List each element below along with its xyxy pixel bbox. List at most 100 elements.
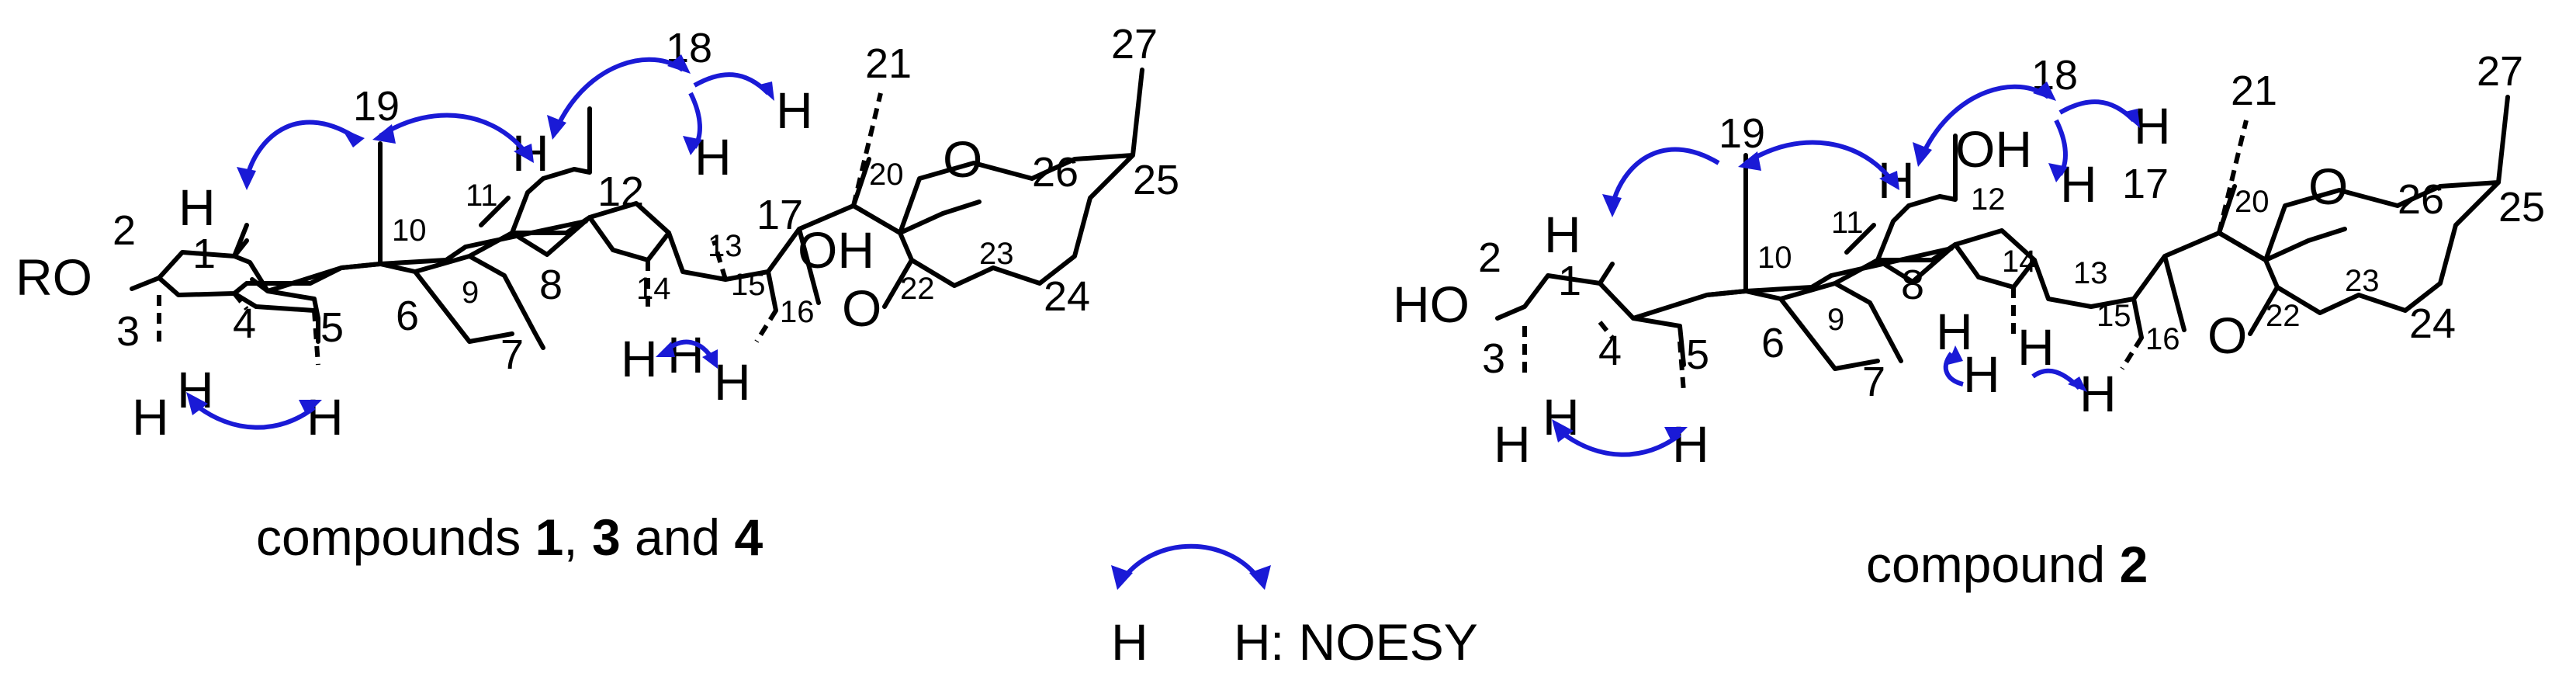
left-num-12: 12	[597, 168, 644, 215]
right-ring-d-bonds	[1953, 184, 2347, 340]
left-num-14: 14	[636, 272, 671, 306]
right-num-23: 23	[2345, 264, 2380, 298]
left-h3: H	[132, 388, 169, 446]
left-h15: H	[714, 353, 751, 411]
left-h5: H	[306, 388, 344, 446]
right-h3: H	[1494, 415, 1531, 473]
ring-a-lower	[157, 265, 344, 313]
right-structure: HO O O OH H H H H H H H H H H H 1 2 3 4 …	[1393, 48, 2545, 593]
left-num-4: 4	[233, 300, 256, 347]
left-num-22: 22	[900, 272, 935, 306]
right-double-bond-c9-c11	[1844, 223, 1876, 255]
left-num-6: 6	[396, 293, 419, 339]
left-oxygen-bridge: O	[842, 279, 881, 337]
right-h15: H	[2079, 365, 2117, 422]
right-dash-h4	[1598, 321, 1615, 339]
right-h18: H	[2134, 97, 2171, 154]
right-num-27: 27	[2477, 48, 2523, 95]
spiro-ring-bonds	[851, 68, 1144, 309]
left-caption: compounds 1, 3 and 4	[256, 508, 763, 566]
noesy-legend: H H : NOESY	[1111, 543, 1478, 671]
right-num-24: 24	[2409, 300, 2456, 347]
ring-bc-bonds	[339, 106, 671, 350]
left-num-21: 21	[865, 40, 912, 87]
right-dash-c21	[2217, 120, 2249, 234]
left-num-1: 1	[192, 231, 216, 277]
right-noesy-h19-h11	[1744, 140, 1896, 184]
right-noesy-h3-h5	[1558, 428, 1681, 457]
left-noesy-h18-h11	[556, 57, 684, 126]
right-num-5: 5	[1686, 331, 1709, 378]
right-num-17: 17	[2122, 161, 2169, 207]
left-h18: H	[776, 82, 813, 139]
left-noesy-h3-h5	[192, 401, 316, 430]
right-num-7: 7	[1862, 359, 1885, 405]
right-noesy-h8-h14	[1943, 352, 1964, 387]
left-num-27: 27	[1111, 21, 1158, 68]
right-noesy-h19-h1	[1610, 147, 1720, 206]
right-oxygen-bridge: O	[2207, 307, 2247, 364]
right-h15a: H	[2017, 318, 2055, 376]
right-num-21: 21	[2231, 68, 2277, 114]
right-num-14: 14	[2002, 245, 2037, 279]
left-num-19: 19	[353, 83, 400, 130]
right-hydroxyl: OH	[1955, 120, 2032, 178]
left-num-7: 7	[500, 331, 524, 378]
left-structure: RO O O OH H H H H H H H H H H 1 2 3 4 5 …	[16, 21, 1179, 566]
left-num-3: 3	[116, 308, 140, 355]
left-hydroxyl: OH	[798, 221, 874, 279]
right-num-8: 8	[1901, 262, 1924, 308]
left-num-9: 9	[462, 276, 479, 310]
left-noesy-h18-h20	[693, 72, 770, 95]
right-num-22: 22	[2266, 299, 2301, 333]
right-num-6: 6	[1761, 320, 1785, 366]
right-caption: compound 2	[1866, 536, 2148, 593]
right-num-16: 16	[2145, 322, 2180, 356]
right-num-1: 1	[1558, 258, 1581, 304]
right-num-25: 25	[2498, 184, 2545, 231]
double-bond-c9-c11	[479, 196, 511, 227]
right-num-15: 15	[2096, 299, 2131, 333]
left-num-23: 23	[979, 237, 1014, 271]
right-dash-h16	[2120, 336, 2144, 370]
dash-h15	[712, 240, 728, 280]
left-num-11: 11	[466, 179, 498, 213]
left-num-5: 5	[320, 304, 344, 351]
left-oxygen-ring: O	[943, 130, 982, 188]
dash-h4	[232, 292, 249, 311]
right-num-2: 2	[1478, 234, 1501, 281]
right-num-19: 19	[1719, 110, 1765, 157]
ring-d-bonds	[587, 157, 982, 313]
left-num-24: 24	[1044, 273, 1090, 320]
dash-c21	[851, 92, 883, 206]
left-num-16: 16	[780, 295, 815, 329]
right-num-20: 20	[2235, 185, 2270, 219]
right-h14: H	[1963, 345, 2000, 403]
left-h1: H	[178, 179, 216, 236]
right-num-11: 11	[1831, 206, 1864, 240]
legend-noesy-arrow	[1121, 543, 1261, 580]
left-num-20: 20	[869, 158, 904, 192]
right-dash-h5	[1678, 341, 1686, 393]
left-h14: H	[621, 330, 658, 387]
right-h5: H	[1672, 415, 1709, 473]
left-num-26: 26	[1032, 149, 1079, 196]
right-noesy-h18-h20	[2058, 99, 2136, 123]
legend-h1: H	[1111, 613, 1148, 671]
right-oxygen-ring: O	[2308, 158, 2348, 215]
left-noesy-h19-h11	[379, 113, 530, 157]
left-num-2: 2	[113, 207, 136, 254]
right-num-12: 12	[1971, 182, 2006, 217]
right-num-10: 10	[1757, 241, 1792, 275]
left-ro-label: RO	[16, 248, 92, 306]
left-num-17: 17	[757, 192, 803, 238]
right-ho-label: HO	[1393, 276, 1470, 333]
left-num-10: 10	[392, 213, 427, 248]
right-ring-bc-bonds	[1705, 134, 2037, 371]
legend-h2: H	[1234, 613, 1271, 671]
right-num-9: 9	[1827, 303, 1844, 337]
right-noesy-h18-h11	[1922, 84, 2050, 153]
dash-h16	[754, 309, 778, 343]
